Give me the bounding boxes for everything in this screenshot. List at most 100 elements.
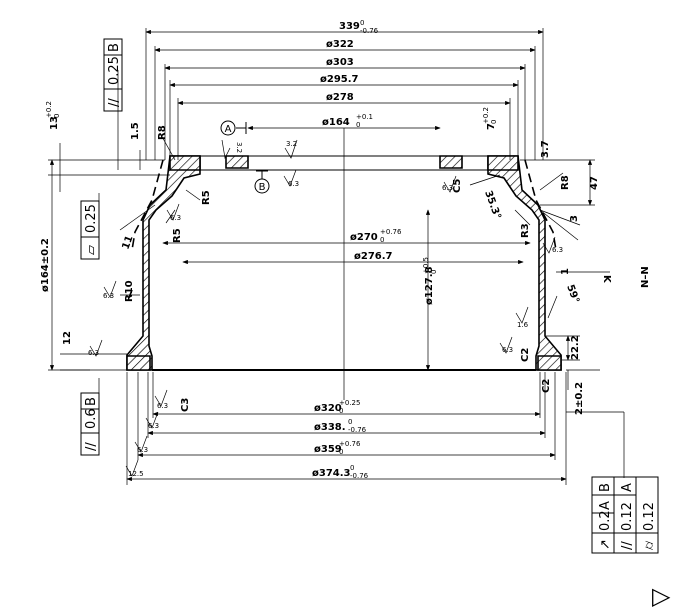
svg-text:0: 0 [53,114,61,118]
svg-text:6.3: 6.3 [442,184,453,192]
svg-text:-0.76: -0.76 [348,426,367,434]
top-flange-inner-right [439,155,463,169]
top-flange-left [169,155,201,171]
svg-text:A: A [620,483,635,492]
label-r3: R3 [520,223,531,238]
dim-1-5: 1.5 [130,122,141,140]
dim-22: 22.2 [570,335,581,360]
svg-text:+0.25: +0.25 [339,399,360,407]
dim-276: ø276.7 [354,251,393,262]
svg-text:B: B [84,397,99,406]
roughness-mark-13: 6.3 [134,435,148,454]
bottom-rim-left [126,355,151,371]
label-r5-a: R5 [201,190,212,205]
svg-text:1.6: 1.6 [517,321,529,329]
label-k: K [601,275,612,284]
svg-text:+0.2: +0.2 [45,101,53,118]
dim-3-7: 3.7 [540,140,551,158]
dim-164-height: ø164±0.2 [40,238,51,292]
dim-374: ø374.3 [312,468,351,479]
svg-text:+0.1: +0.1 [356,113,373,121]
svg-text:6.3: 6.3 [552,246,563,254]
label-angle-59: 59° [564,283,581,305]
svg-text:6.3: 6.3 [288,180,299,188]
svg-text:0.12: 0.12 [642,502,657,531]
svg-text://: // [107,98,122,107]
vertical-dimensions: ø164±0.2 13 +0.2 0 1.5 12 ø127.8 +0.5 0 … [40,101,600,415]
dim-339: 339 [339,21,360,32]
top-flange-inner-left [225,155,249,169]
svg-text:0: 0 [490,120,498,124]
svg-text:0: 0 [339,448,343,456]
roughness-mark-14: 6.3 [145,411,159,430]
dim-359: ø359 [314,444,342,455]
roughness-mark-12: 12.5 [125,459,144,478]
roughness-mark-5: 6.3 [166,203,181,222]
label-r8-right: R8 [560,175,571,190]
tolerance-frame-mid-left: ▱ 0.25 [80,200,100,260]
label-11: 11 [120,234,135,251]
roughness-mark-4: 6.3 [442,175,457,193]
svg-text:0.12: 0.12 [620,502,635,531]
dim-127: ø127.8 [424,266,435,305]
svg-text:0: 0 [360,19,364,27]
svg-text:0.25: 0.25 [84,204,99,233]
dim-303: ø303 [326,57,354,68]
label-c5: C5 [452,179,463,193]
dim-13: 13 [49,116,60,130]
dim-338: ø338. [314,422,346,433]
roughness-mark-9: 6.3 [154,389,168,410]
svg-text:0: 0 [380,236,384,244]
svg-text:6.3: 6.3 [103,292,114,300]
dim-7: 7 [486,123,497,130]
label-c2-b: C2 [541,379,552,393]
svg-text:▱: ▱ [84,245,99,255]
tolerance-frame-top-left: // 0.25 B [103,38,123,112]
svg-text:6.3: 6.3 [88,349,99,357]
label-c2-a: C2 [520,348,531,362]
horizontal-dimensions: 339 0 -0.76 ø322 ø303 ø295.7 ø278 ø164 +… [312,19,402,480]
svg-text:+0.5: +0.5 [422,257,430,274]
datum-a: A [220,120,247,136]
label-r8-left: R8 [157,125,168,140]
label-angle-35: 35.3° [482,189,502,221]
svg-text:⌭: ⌭ [642,540,657,550]
svg-text:3.2: 3.2 [286,140,297,148]
svg-text:A: A [225,124,232,135]
drum-section [126,128,562,400]
svg-text:-0.76: -0.76 [350,472,369,480]
svg-text:6.3: 6.3 [502,346,513,354]
svg-text:0: 0 [350,464,354,472]
bottom-rim-right [537,355,562,371]
dim-47: 47 [589,176,600,190]
svg-text:3.2: 3.2 [235,142,243,153]
dim-164-bore: ø164 [322,117,350,128]
svg-text:0: 0 [356,121,360,129]
svg-text:0: 0 [348,418,352,426]
left-wall-section [126,155,201,371]
svg-text:B: B [598,483,613,492]
dim-295: ø295.7 [320,74,359,85]
svg-text://: // [620,541,635,550]
label-r10: R10 [124,280,135,302]
svg-text:+0.76: +0.76 [380,228,402,236]
feature-labels: R8 R8 R5 R5 R3 R10 C5 C3 C2 C2 35.3° 59°… [120,125,651,412]
dim-278: ø278 [326,92,354,103]
svg-text:6.3: 6.3 [148,422,159,430]
tolerance-frame-bottom-right: ↗ 0.2 A B // 0.12 A ⌭ 0.12 [591,476,659,554]
svg-text:0.6: 0.6 [84,408,99,429]
dimension-lines [48,28,625,485]
roughness-mark-2: 3.2 [221,139,243,160]
dim-320: ø320 [314,403,342,414]
svg-text:6.3: 6.3 [170,214,181,222]
datum-b: B [254,170,270,194]
svg-text:B: B [259,182,266,193]
right-wall-section [487,155,562,371]
roughness-mark-6: 6.3 [542,236,563,254]
roughness-mark-3: 6.3 [283,169,299,188]
roughness-symbols: 3.2 3.2 6.3 6.3 6.3 6.3 6.3 6.3 6.3 6.3 … [88,139,563,478]
roughness-mark-10: 6.3 [499,336,513,354]
svg-text:A: A [598,501,613,510]
label-r5-b: R5 [172,228,183,243]
